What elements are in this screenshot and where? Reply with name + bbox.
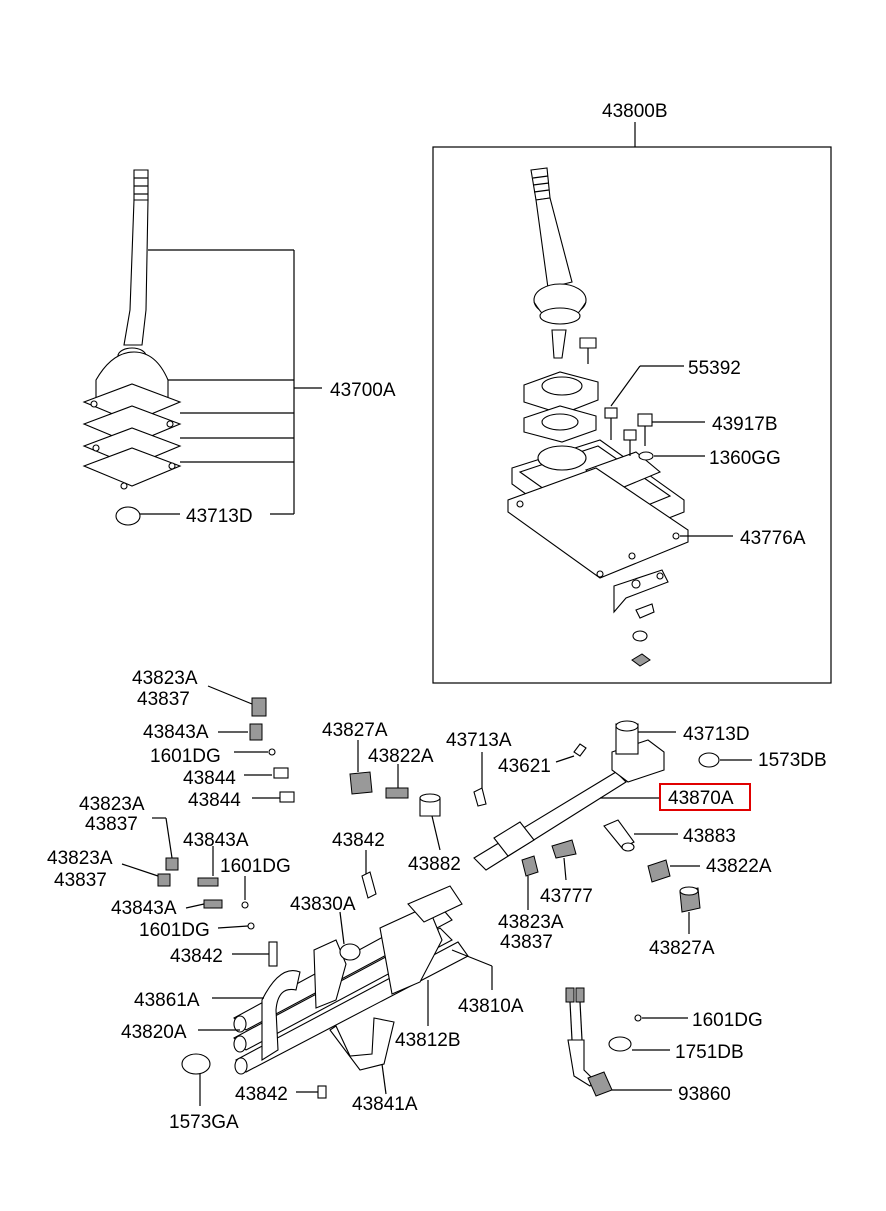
label-43827A-a: 43827A	[322, 720, 388, 741]
label-1601DG-d: 1601DG	[692, 1010, 763, 1031]
label-43842-b: 43842	[170, 946, 223, 967]
label-43842-a: 43842	[332, 830, 385, 851]
fork-rail-assembly	[181, 885, 493, 1106]
label-43810A: 43810A	[458, 996, 524, 1017]
kit-bolts	[604, 407, 654, 461]
label-43882: 43882	[408, 854, 461, 875]
label-1573DB: 1573DB	[758, 750, 827, 771]
part-labels: 43823A 43837 43843A 1601DG 43844 43844 4…	[47, 668, 827, 1133]
label-43841A: 43841A	[352, 1094, 418, 1115]
label-43776A: 43776A	[740, 528, 806, 549]
kit-detent-parts	[613, 569, 669, 667]
left-detent-parts	[121, 685, 295, 967]
label-43713D-top: 43713D	[186, 506, 253, 527]
label-43823A-b: 43823A	[79, 794, 145, 815]
label-43823A-c: 43823A	[47, 848, 113, 869]
label-43843A-a: 43843A	[143, 722, 209, 743]
label-43823A-d: 43823A	[498, 912, 564, 933]
kit-43800b-group: 43800B	[432, 101, 832, 684]
label-43820A: 43820A	[121, 1022, 187, 1043]
label-43883: 43883	[683, 826, 736, 847]
highlight-43870A	[659, 783, 751, 811]
label-1360GG: 1360GG	[709, 448, 781, 469]
label-43843A-b: 43843A	[183, 830, 249, 851]
label-43822A-b: 43822A	[706, 856, 772, 877]
label-43777: 43777	[540, 886, 593, 907]
label-43823A-a: 43823A	[132, 668, 198, 689]
label-43830A: 43830A	[290, 894, 356, 915]
label-43700A: 43700A	[330, 380, 396, 401]
label-43713A: 43713A	[446, 730, 512, 751]
label-1573GA: 1573GA	[169, 1112, 239, 1133]
label-93860: 93860	[678, 1084, 731, 1105]
shift-shaft-assembly	[349, 720, 752, 934]
label-43870A: 43870A	[668, 788, 734, 809]
label-43713D-mid: 43713D	[683, 724, 750, 745]
label-43837-d: 43837	[500, 932, 553, 953]
label-43844-a: 43844	[183, 768, 236, 789]
label-43800B: 43800B	[602, 101, 668, 122]
label-43861A: 43861A	[134, 990, 200, 1011]
kit-box	[432, 146, 832, 684]
lever-43700a-group: 43700A 43713D	[82, 169, 396, 527]
label-43827A-b: 43827A	[649, 938, 715, 959]
label-43842-c: 43842	[235, 1084, 288, 1105]
label-43844-b: 43844	[188, 790, 241, 811]
label-43917B: 43917B	[712, 414, 778, 435]
label-43837-b: 43837	[85, 814, 138, 835]
kit-housing	[507, 371, 689, 579]
label-43843A-c: 43843A	[111, 898, 177, 919]
label-55392: 55392	[688, 358, 741, 379]
label-43822A-a: 43822A	[368, 746, 434, 767]
switch-93860-group	[565, 987, 688, 1097]
label-1601DG-a: 1601DG	[150, 746, 221, 767]
kit-shift-lever	[530, 167, 597, 364]
label-43837-a: 43837	[137, 689, 190, 710]
label-43812B: 43812B	[395, 1030, 461, 1051]
label-1601DG-b: 1601DG	[220, 856, 291, 877]
label-43837-c: 43837	[54, 870, 107, 891]
label-1601DG-c: 1601DG	[139, 920, 210, 941]
label-43621: 43621	[498, 756, 551, 777]
label-1751DB: 1751DB	[675, 1042, 744, 1063]
